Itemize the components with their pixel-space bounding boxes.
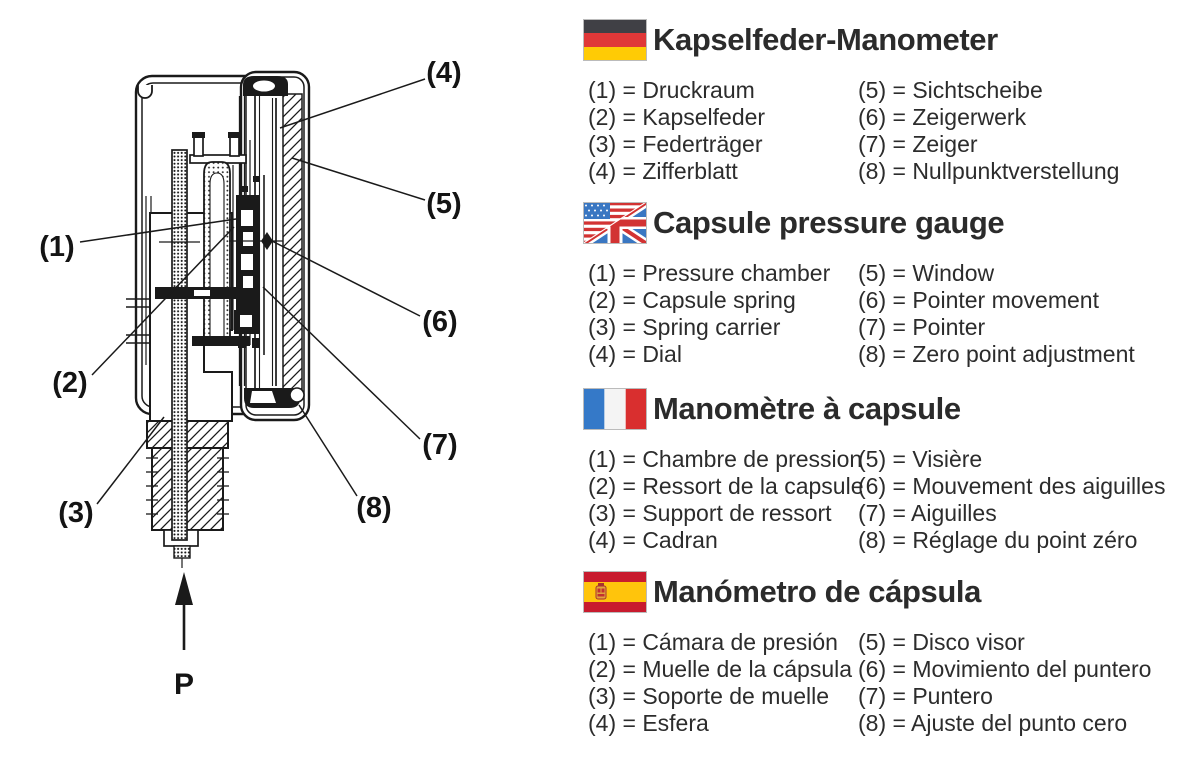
pressure-arrow	[175, 572, 193, 650]
part-label-1: (1)	[39, 231, 74, 263]
pointer-movement-mechanism	[229, 140, 283, 355]
window-glass	[282, 93, 303, 399]
leader-4	[279, 78, 426, 129]
part-label-3: (3)	[58, 497, 93, 529]
section-english: Capsule pressure gauge (1) = Pressure ch…	[583, 201, 1197, 368]
section-title: Kapselfeder-Manometer	[653, 22, 998, 57]
section-header: Capsule pressure gauge	[583, 201, 1197, 245]
legend-item: (1) = Chambre de pression	[588, 446, 863, 472]
legend-item: (2) = Muelle de la cápsula	[588, 656, 853, 682]
legend-items: (1) = Druckraum (2) = Kapselfeder (3) = …	[583, 77, 1197, 185]
legend-item: (4) = Esfera	[588, 710, 709, 736]
section-header: Kapselfeder-Manometer	[583, 18, 1197, 62]
legend-item: (5) = Disco visor	[858, 629, 1025, 655]
legend-item: (6) = Zeigerwerk	[858, 104, 1027, 130]
legend-item: (3) = Spring carrier	[588, 314, 781, 340]
part-label-5: (5)	[426, 188, 461, 220]
section-header: Manomètre à capsule	[583, 387, 1197, 431]
leader-6	[269, 239, 421, 317]
part-label-6: (6)	[422, 306, 457, 338]
leader-1	[79, 218, 237, 243]
leader-2	[91, 226, 235, 376]
legend-item: (1) = Pressure chamber	[588, 260, 831, 286]
gauge-cross-section-drawing: (1) (2) (3) (4) (5) (6) (7) (8) P	[39, 57, 461, 701]
capsule-centre-plate	[155, 287, 252, 299]
legend-item: (7) = Pointer	[858, 314, 986, 340]
legend-item: (6) = Mouvement des aiguilles	[858, 473, 1166, 499]
legend-items: (1) = Pressure chamber (2) = Capsule spr…	[583, 260, 1197, 368]
legend-item: (8) = Ajuste del punto cero	[858, 710, 1128, 736]
legend-item: (5) = Visière	[858, 446, 983, 472]
legend-item: (7) = Puntero	[858, 683, 993, 709]
legend-item: (7) = Aiguilles	[858, 500, 997, 526]
leader-8	[298, 404, 358, 497]
part-label-4: (4)	[426, 57, 461, 89]
section-french: Manomètre à capsule (1) = Chambre de pre…	[583, 387, 1197, 554]
section-title: Capsule pressure gauge	[653, 205, 1005, 240]
section-title: Manómetro de cápsula	[653, 574, 981, 609]
legend-item: (4) = Dial	[588, 341, 682, 367]
leader-7	[262, 286, 421, 440]
legend-item: (1) = Druckraum	[588, 77, 755, 103]
spring-carrier-stem	[159, 149, 200, 568]
legend-item: (5) = Window	[858, 260, 995, 286]
legend-item: (3) = Federträger	[588, 131, 763, 157]
legend-item: (7) = Zeiger	[858, 131, 978, 157]
legend-item: (1) = Cámara de presión	[588, 629, 838, 655]
legend-item: (3) = Support de ressort	[588, 500, 832, 526]
legend-item: (3) = Soporte de muelle	[588, 683, 829, 709]
germany-flag-icon	[583, 19, 647, 61]
leader-lines	[79, 78, 426, 505]
legend-items: (1) = Cámara de presión (2) = Muelle de …	[583, 629, 1197, 737]
section-header: Manómetro de cápsula	[583, 570, 1197, 614]
legend-item: (8) = Nullpunktverstellung	[858, 158, 1120, 184]
legend-item: (4) = Cadran	[588, 527, 718, 553]
section-german: Kapselfeder-Manometer (1) = Druckraum (2…	[583, 18, 1197, 185]
section-spanish: Manómetro de cápsula (1) = Cámara de pre…	[583, 570, 1197, 737]
legend-item: (2) = Capsule spring	[588, 287, 796, 313]
legend-item: (4) = Zifferblatt	[588, 158, 738, 184]
legend-item: (2) = Ressort de la capsule	[588, 473, 864, 499]
pressure-label: P	[174, 668, 194, 701]
spain-flag-icon	[583, 571, 647, 613]
legend-item: (6) = Pointer movement	[858, 287, 1099, 313]
us-uk-flag-icon	[583, 202, 647, 244]
legend-item: (8) = Zero point adjustment	[858, 341, 1135, 367]
legend-item: (2) = Kapselfeder	[588, 104, 766, 130]
leader-3	[96, 416, 165, 505]
france-flag-icon	[583, 388, 647, 430]
legend-item: (5) = Sichtscheibe	[858, 77, 1043, 103]
part-label-7: (7)	[422, 429, 457, 461]
legend-panel: Kapselfeder-Manometer (1) = Druckraum (2…	[583, 0, 1197, 761]
spain-coat-of-arms	[595, 583, 607, 600]
legend-item: (6) = Movimiento del puntero	[858, 656, 1152, 682]
part-label-2: (2)	[52, 367, 87, 399]
legend-item: (8) = Réglage du point zéro	[858, 527, 1138, 553]
arrow-head-icon	[175, 572, 193, 605]
gauge-diagram: (1) (2) (3) (4) (5) (6) (7) (8) P	[0, 0, 570, 761]
leader-5	[291, 157, 426, 201]
legend-items: (1) = Chambre de pression (2) = Ressort …	[583, 446, 1197, 554]
pointer-hub	[261, 232, 273, 250]
section-title: Manomètre à capsule	[653, 391, 961, 426]
part-label-8: (8)	[356, 492, 391, 524]
